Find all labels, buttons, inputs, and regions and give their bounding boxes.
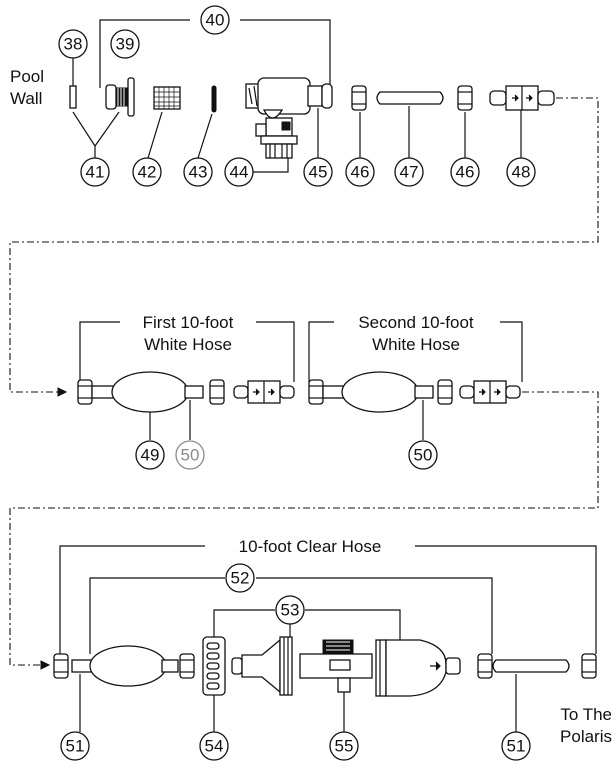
flow-arrow-icon — [57, 387, 68, 397]
svg-text:45: 45 — [309, 163, 328, 182]
svg-text:46: 46 — [456, 163, 475, 182]
wall-fitting-part — [105, 77, 135, 117]
svg-text:53: 53 — [281, 601, 300, 620]
svg-text:To The: To The — [560, 705, 612, 724]
callout-53-bracket: 53 — [213, 595, 401, 654]
callout-46-a: 46 — [345, 157, 375, 187]
svg-text:10-foot Clear Hose: 10-foot Clear Hose — [239, 537, 382, 556]
svg-text:White Hose: White Hose — [144, 335, 232, 354]
svg-text:50: 50 — [414, 446, 433, 465]
callout-50-b: 50 — [408, 440, 438, 470]
svg-text:51: 51 — [66, 737, 85, 756]
nut-part-second — [457, 85, 473, 158]
first-hose-assembly — [77, 371, 295, 440]
callout-52-bracket: 52 — [89, 563, 493, 654]
second-hose-assembly — [308, 371, 521, 440]
o-ring-part — [211, 85, 217, 113]
valve-housing-part — [245, 77, 333, 173]
nut-part — [351, 85, 367, 158]
flow-path-1 — [9, 97, 599, 393]
back-up-valve-housing-right — [375, 639, 461, 697]
svg-text:52: 52 — [231, 569, 250, 588]
svg-text:44: 44 — [230, 163, 249, 182]
clear-hose-label: 10-foot Clear Hose — [59, 537, 597, 654]
flow-path-2 — [9, 391, 599, 666]
callout-41: 41 — [80, 157, 110, 187]
callout-40-bracket: 40 — [99, 5, 331, 88]
svg-text:41: 41 — [86, 163, 105, 182]
callout-51-a: 51 — [60, 731, 90, 761]
gasket-part — [69, 85, 77, 109]
callout-49: 49 — [135, 440, 165, 470]
callout-46-b: 46 — [450, 157, 480, 187]
svg-text:Wall: Wall — [10, 89, 42, 108]
svg-text:Polaris: Polaris — [560, 727, 612, 746]
callout-55: 55 — [329, 731, 359, 761]
svg-text:Second 10-foot: Second 10-foot — [358, 313, 474, 332]
flow-arrow-icon-2 — [40, 660, 51, 670]
svg-text:47: 47 — [400, 163, 419, 182]
svg-text:46: 46 — [351, 163, 370, 182]
first-hose-label: First 10-foot White Hose — [79, 313, 295, 382]
svg-text:55: 55 — [335, 737, 354, 756]
swivel-part — [489, 85, 555, 158]
svg-text:39: 39 — [116, 35, 135, 54]
callout-38: 38 — [58, 29, 88, 86]
bumper-part — [202, 636, 226, 732]
callout-52 — [225, 563, 255, 593]
svg-text:Pool: Pool — [10, 67, 44, 86]
callout-54: 54 — [199, 731, 229, 761]
svg-text:43: 43 — [189, 163, 208, 182]
svg-text:White Hose: White Hose — [372, 335, 460, 354]
callout-44: 44 — [224, 157, 254, 187]
back-up-valve-housing-left — [231, 636, 293, 696]
second-hose-label: Second 10-foot White Hose — [308, 313, 523, 382]
to-polaris-label: To The Polaris — [560, 705, 612, 746]
svg-text:42: 42 — [138, 163, 157, 182]
callout-51-b: 51 — [501, 731, 531, 761]
callout-47: 47 — [394, 157, 424, 187]
callout-48: 48 — [506, 157, 536, 187]
svg-text:49: 49 — [141, 446, 160, 465]
svg-text:48: 48 — [512, 163, 531, 182]
back-up-valve-part — [299, 639, 373, 732]
callout-42: 42 — [132, 157, 162, 187]
svg-text:50: 50 — [181, 446, 200, 465]
clear-hose-left-end — [53, 645, 195, 732]
hose-section-part — [376, 91, 444, 158]
svg-text:First 10-foot: First 10-foot — [143, 313, 234, 332]
callout-53 — [275, 595, 305, 625]
svg-text:51: 51 — [507, 737, 526, 756]
callout-40 — [200, 5, 230, 35]
callout-50-a: 50 — [175, 440, 205, 470]
svg-text:40: 40 — [206, 11, 225, 30]
clear-hose-right-end — [477, 653, 597, 732]
callout-43: 43 — [183, 157, 213, 187]
pool-wall-label: Pool Wall — [10, 67, 44, 108]
svg-text:54: 54 — [205, 737, 224, 756]
callout-45: 45 — [303, 157, 333, 187]
callout-39: 39 — [110, 29, 140, 59]
svg-text:38: 38 — [64, 35, 83, 54]
screen-part — [147, 86, 181, 159]
